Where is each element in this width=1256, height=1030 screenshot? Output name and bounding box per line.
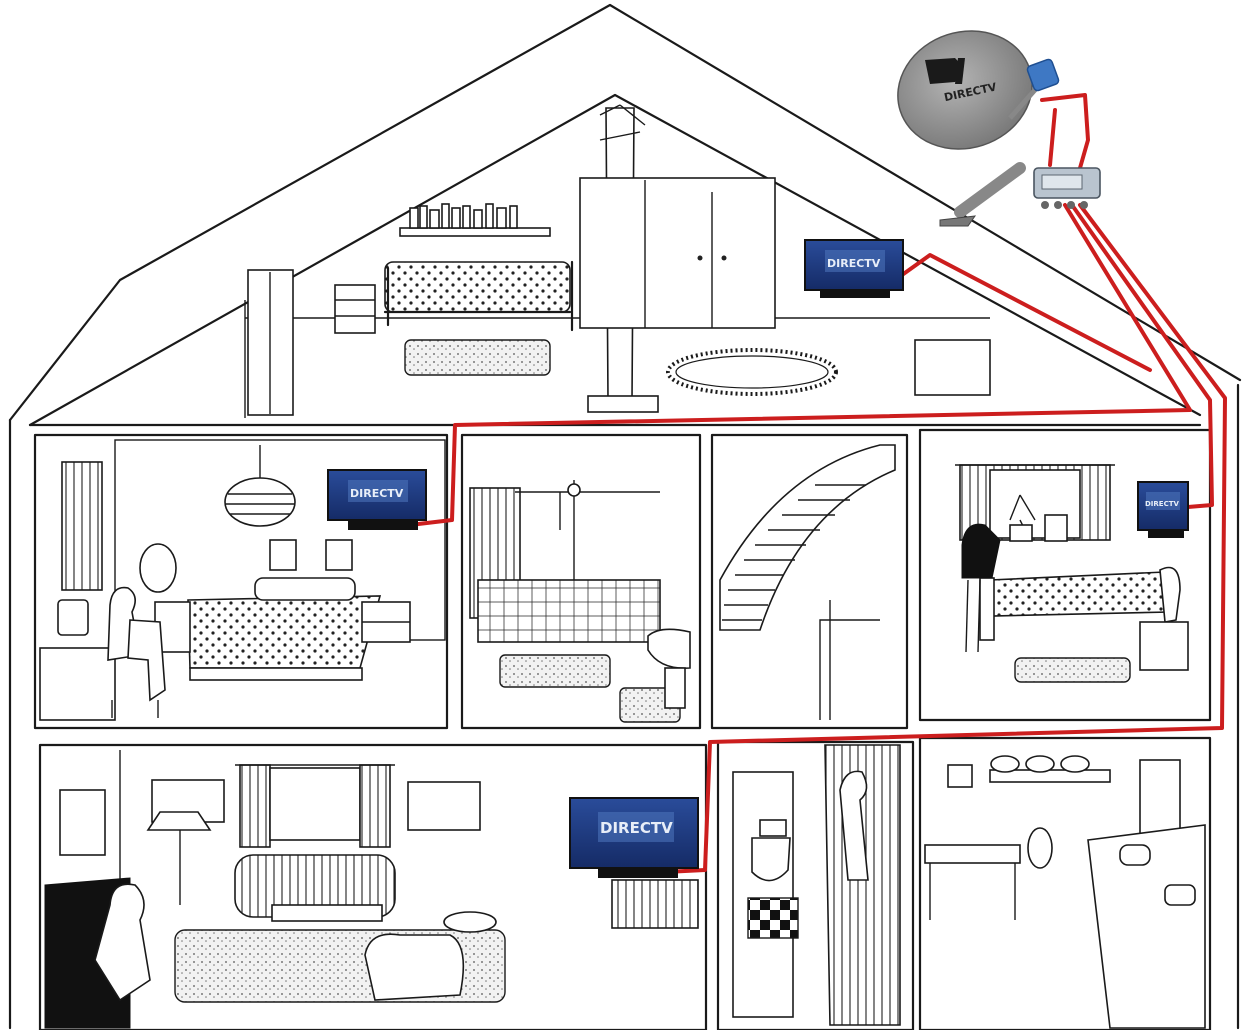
tv-logo-label: DIRECTV	[827, 257, 881, 270]
cable-attic-tv	[893, 253, 1152, 372]
cable-dish-feed	[1040, 93, 1090, 170]
multiswitch-icon	[1033, 167, 1101, 209]
stair-hall	[719, 444, 896, 720]
master-bedroom	[39, 445, 411, 721]
middle-floor	[33, 428, 1212, 730]
coax-cabling	[408, 93, 1227, 874]
tv-receiver-living-room: DIRECTV	[569, 797, 699, 878]
tv-receiver-master-bedroom: DIRECTV	[327, 469, 427, 530]
tv-logo-label: DIRECTV	[1145, 500, 1179, 508]
kids-bedroom	[955, 464, 1189, 683]
kitchen	[924, 755, 1206, 1029]
bathroom	[469, 480, 691, 723]
tv-logo-label: DIRECTV	[350, 487, 404, 500]
cable-living-room-tv	[663, 203, 1227, 874]
toilet-room	[732, 744, 901, 1026]
tv-logo-label: DIRECTV	[600, 819, 673, 837]
cable-dish-feed-2	[1048, 108, 1057, 167]
cable-kids-bedroom-tv	[1070, 203, 1214, 509]
living-room	[44, 764, 699, 1029]
bookshelf	[409, 203, 518, 229]
cable-master-bedroom-tv	[408, 203, 1192, 527]
satellite-dish-icon: DIRECTV	[897, 30, 1060, 227]
attic-room	[244, 177, 991, 418]
tv-receiver-kids-bedroom: DIRECTV	[1137, 481, 1189, 538]
lnb-icon	[1026, 58, 1060, 92]
tv-receiver-attic: DIRECTV	[804, 239, 904, 298]
